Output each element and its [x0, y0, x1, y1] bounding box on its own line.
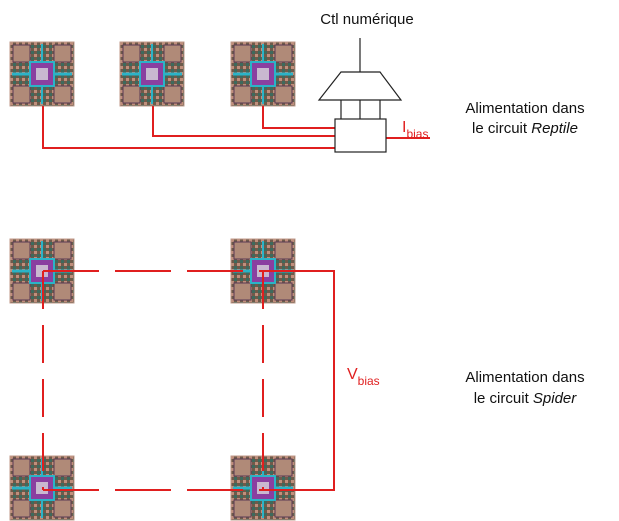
spider-caption-line2: le circuit Spider — [474, 390, 578, 407]
digital-control-block — [317, 38, 403, 153]
current-bias-wires — [42, 106, 430, 149]
spider-section: Vbias Alimentation dans le circuit Spide… — [8, 237, 585, 521]
digital-control-label: Ctl numérique — [320, 11, 413, 28]
current-bias-label: Ibias — [402, 119, 428, 141]
voltage-bias-grid — [42, 270, 335, 491]
voltage-bias-label: Vbias — [347, 366, 380, 388]
spider-caption-line1: Alimentation dans — [465, 369, 584, 386]
reptile-caption-line1: Alimentation dans — [465, 100, 584, 117]
chip-reptile-3 — [229, 40, 297, 108]
chip-reptile-2 — [118, 40, 186, 108]
chip-reptile-1 — [8, 40, 76, 108]
reptile-section: Ctl numérique Ibias Alimentation dans le… — [8, 11, 585, 153]
reptile-caption-line2: le circuit Reptile — [472, 120, 578, 137]
